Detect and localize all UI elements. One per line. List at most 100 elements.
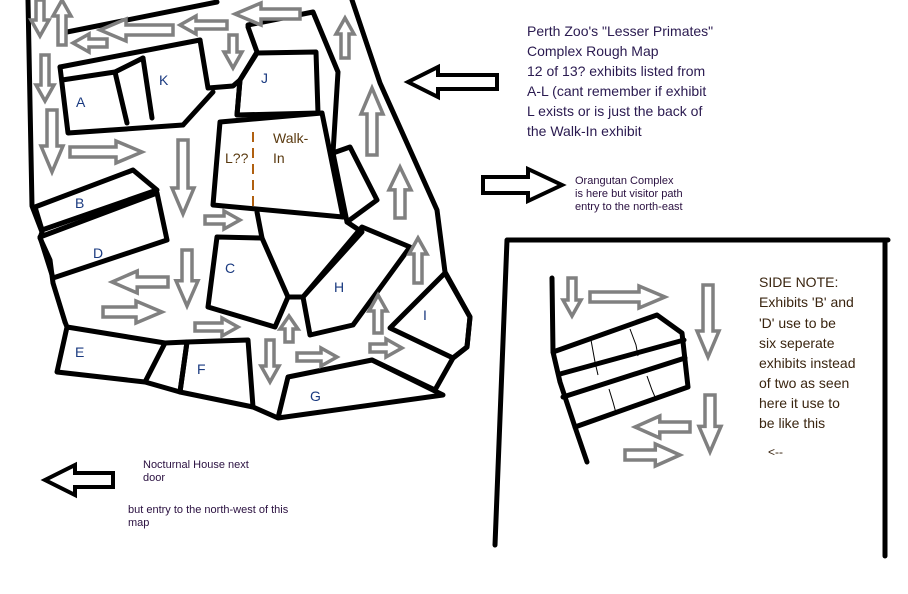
old-exhibit-divider: [557, 337, 687, 377]
exhibit-ak-top: [57, 37, 203, 70]
exhibit-c-h-connector: [285, 219, 365, 300]
side-note-pointer: <--: [768, 445, 783, 459]
walk-in-outline: [210, 110, 346, 220]
path-direction-arrow-icon: [68, 138, 147, 166]
path-direction-arrow-icon: [221, 33, 245, 72]
path-direction-arrow-icon: [176, 13, 229, 37]
nocturnal-entry-line: map: [128, 517, 149, 529]
exhibit-k-label: K: [159, 72, 169, 88]
exhibit-labels: A B C D E F G H I J K L?? Walk- In: [75, 70, 427, 404]
exhibit-g-label: G: [310, 388, 321, 404]
side-note-line: be like this: [759, 415, 825, 431]
side-note-line: here it use to: [759, 395, 840, 411]
path-direction-arrow-icon: [95, 16, 175, 44]
exhibit-a-divider: [112, 69, 130, 126]
top-boundary: [64, 0, 220, 35]
path-direction-arrow-icon: [69, 31, 109, 55]
path-direction-arrow-icon: [38, 108, 66, 177]
exhibit-b-label: B: [75, 195, 84, 211]
side-note-frame: [492, 237, 891, 559]
old-exhibit-split-4: [646, 375, 656, 398]
old-exhibit-left-wall: [549, 275, 590, 465]
side-note-line: 'D' use to be: [759, 315, 836, 331]
old-exhibit-split-2: [629, 328, 639, 357]
walk-in-label-1: Walk-: [273, 130, 309, 146]
side-note-frame-line: [492, 237, 891, 548]
exhibit-i-outline: [387, 270, 473, 361]
title-line: L exists or is just the back of: [527, 103, 702, 119]
path-direction-arrow-icon: [203, 208, 244, 232]
small-east-block: [330, 144, 380, 225]
path-direction-arrow-icon: [50, 0, 74, 47]
side-note-text: SIDE NOTE: Exhibits 'B' and 'D' use to b…: [759, 274, 856, 459]
exhibit-h-label: H: [334, 279, 344, 295]
path-direction-arrow-icon: [173, 248, 201, 311]
old-exhibit-split-1: [590, 339, 599, 376]
exhibit-e-label: E: [75, 344, 84, 360]
walk-in-c-connector: [254, 209, 265, 241]
old-exhibit-divider-2: [560, 355, 688, 400]
exhibit-j-outline: [234, 49, 321, 118]
exhibit-g-outline: [250, 357, 446, 421]
path-direction-arrow-icon: [406, 234, 430, 285]
exhibit-f-label: F: [197, 361, 206, 377]
nocturnal-house-arrow-icon: [40, 461, 115, 499]
exhibit-b-outline: [32, 167, 160, 233]
path-direction-arrow-icon: [258, 338, 282, 386]
connector-wall-2: [180, 89, 216, 128]
path-direction-arrow-icon: [694, 283, 722, 362]
exhibit-c-outline: [205, 234, 291, 330]
exhibit-i-label: I: [423, 307, 427, 323]
path-direction-arrow-icon: [588, 283, 670, 311]
nocturnal-note-line: door: [143, 472, 165, 484]
path-direction-arrow-icon: [358, 83, 386, 157]
exhibit-d-label: D: [93, 245, 103, 261]
exhibit-e-outline: [54, 319, 168, 385]
path-direction-arrow-icon: [101, 298, 167, 326]
old-exhibit-split-3: [608, 388, 617, 414]
path-direction-arrow-icon: [230, 0, 302, 28]
title-line: the Walk-In exhibit: [527, 123, 642, 139]
side-note-line: Exhibits 'B' and: [759, 294, 854, 310]
title-note: Perth Zoo's "Lesser Primates" Complex Ro…: [527, 23, 713, 139]
orangutan-note-line: Orangutan Complex: [575, 175, 674, 187]
path-arrows: [28, 0, 724, 499]
nocturnal-note: Nocturnal House next door but entry to t…: [128, 459, 289, 529]
side-note-line: six seperate: [759, 335, 835, 351]
exhibit-k-left: [140, 55, 155, 121]
title-line: Perth Zoo's "Lesser Primates": [527, 23, 713, 39]
side-note-line: of two as seen: [759, 375, 849, 391]
nocturnal-entry-line: but entry to the north-west of this: [128, 504, 289, 516]
path-direction-arrow-icon: [630, 413, 692, 441]
walk-in-label-2: In: [273, 150, 285, 166]
exhibit-a-label: A: [76, 94, 86, 110]
path-direction-arrow-icon: [107, 268, 170, 296]
exhibit-h-outline: [300, 224, 413, 338]
orangutan-direction-arrow-icon: [403, 63, 499, 101]
path-direction-arrow-icon: [696, 393, 724, 457]
connector-wall: [197, 37, 243, 91]
path-direction-arrow-icon: [28, 0, 52, 40]
east-path-boundary: [349, 0, 473, 393]
nocturnal-note-line: Nocturnal House next: [143, 459, 249, 471]
path-direction-arrow-icon: [169, 138, 197, 219]
orangutan-note: Orangutan Complex is here but visitor pa…: [575, 175, 683, 213]
title-line: Complex Rough Map: [527, 43, 659, 59]
path-direction-arrow-icon: [333, 14, 357, 60]
old-exhibit-upper: [550, 312, 691, 430]
path-direction-arrow-icon: [33, 53, 57, 105]
path-direction-arrow-icon: [366, 291, 390, 335]
path-direction-arrow-icon: [295, 345, 341, 369]
exhibit-a-left: [57, 64, 186, 136]
path-direction-arrow-icon: [560, 276, 584, 320]
path-direction-arrow-icon: [368, 336, 406, 360]
path-direction-arrow-icon: [386, 162, 414, 220]
path-direction-arrow-icon: [276, 312, 302, 344]
map-walls: [25, 0, 473, 421]
title-line: A-L (cant remember if exhibit: [527, 83, 706, 99]
orangutan-note-line: is here but visitor path: [575, 188, 683, 200]
exhibit-g-i-wall: [369, 357, 438, 393]
side-note-line: exhibits instead: [759, 355, 856, 371]
